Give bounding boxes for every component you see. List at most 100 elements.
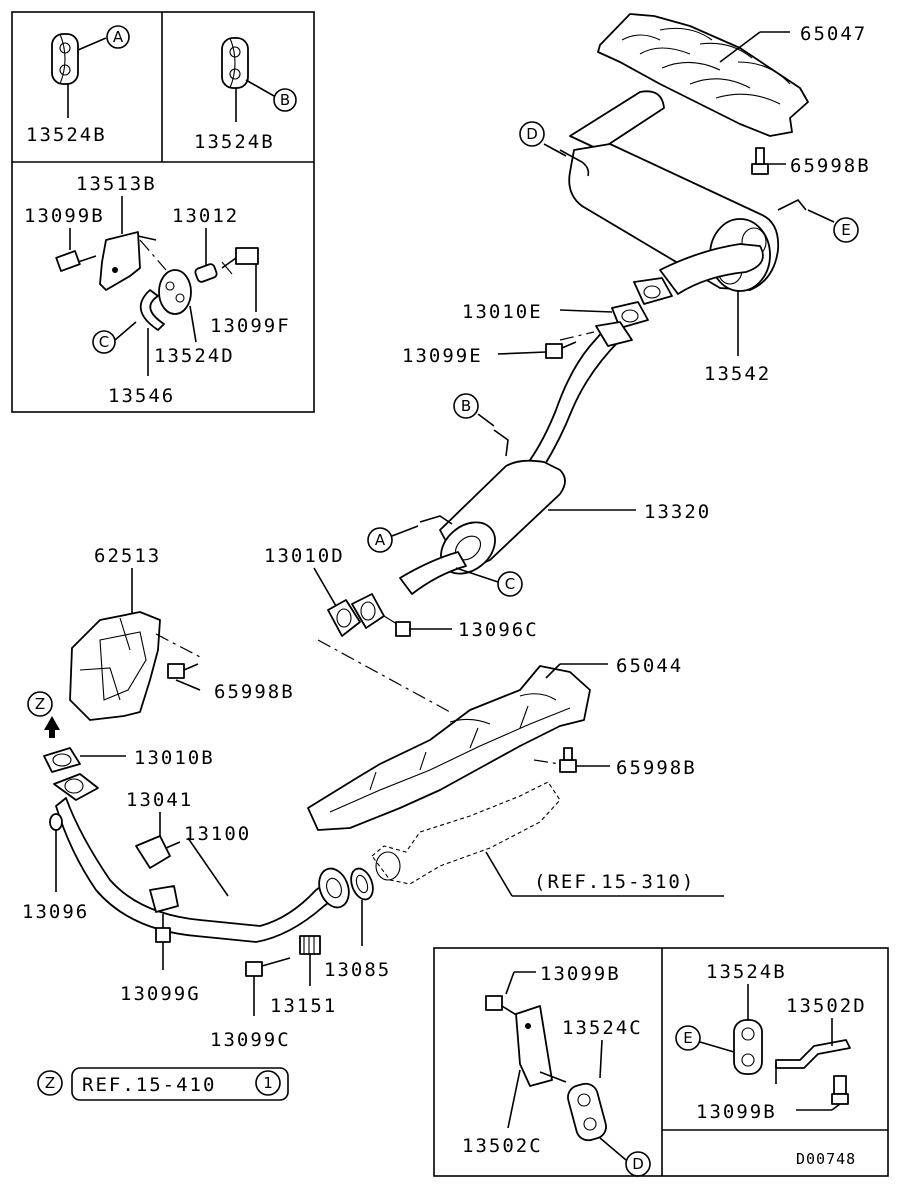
part-label-13010e: 13010E (462, 301, 543, 323)
marker-a-circle (106, 25, 130, 49)
ref-15-410-box (71, 1067, 289, 1101)
catalytic-converter-ref (371, 781, 561, 885)
center-pipe-13320 (399, 321, 633, 595)
rubber-hanger-13524c (567, 1082, 607, 1142)
part-label-13085: 13085 (324, 959, 391, 981)
diagram-id: D00748 (796, 1150, 856, 1168)
ref-z-label: Z (45, 1074, 55, 1092)
bolt-13099b-e (831, 1075, 849, 1105)
marker-b-circle (273, 88, 297, 112)
spring-13151 (299, 935, 321, 955)
bracket-13502c (515, 1005, 567, 1087)
part-label-13524b-b: 13524B (194, 131, 275, 153)
ref-label-15-310: (REF.15-310) (534, 871, 695, 893)
bracket-13513b (99, 231, 157, 291)
part-label-13099b-c: 13099B (540, 963, 621, 985)
part-label-13524c: 13524C (562, 1017, 643, 1039)
ring-13085 (350, 867, 374, 901)
marker-z-label: Z (35, 695, 45, 713)
part-label-62513: 62513 (94, 545, 161, 567)
ref-15-410-text: REF.15-410 (82, 1074, 216, 1096)
marker-d-label-main: D (526, 125, 538, 143)
heat-cover-65047 (597, 13, 809, 137)
marker-d-circle-main (519, 121, 545, 147)
part-label-13099f: 13099F (210, 315, 291, 337)
gasket-13010e (611, 277, 673, 329)
part-label-65044: 65044 (616, 655, 683, 677)
rubber-hanger-b (221, 37, 249, 89)
marker-a-circle-main (367, 527, 393, 553)
part-label-13041: 13041 (126, 789, 193, 811)
front-pipe-13100 (53, 773, 350, 943)
marker-b-label: B (280, 91, 290, 109)
main-muffler-13542 (559, 90, 807, 295)
part-label-13099c: 13099C (210, 1029, 291, 1051)
ref-num-circle (255, 1070, 281, 1096)
gasket-13010b (43, 747, 81, 773)
marker-e-circle-inset (675, 1025, 701, 1051)
marker-e-circle-main (833, 217, 859, 243)
part-label-13096c: 13096C (458, 619, 539, 641)
bolt-13099f (221, 247, 259, 275)
part-label-13099e: 13099E (402, 345, 483, 367)
marker-a-label-main: A (375, 531, 386, 549)
rubber-hanger-13524d (158, 269, 192, 315)
bolt-65998b-manifold (167, 663, 199, 679)
marker-b-circle-main (453, 393, 479, 419)
part-label-65998b-manifold: 65998B (214, 681, 295, 703)
part-label-65047: 65047 (800, 23, 867, 45)
ref-z-circle (37, 1070, 63, 1096)
part-label-13524b-a: 13524B (26, 124, 107, 146)
bolt-65998b-floor (559, 747, 577, 773)
part-label-13010d: 13010D (264, 545, 345, 567)
part-label-13524b-e: 13524B (706, 961, 787, 983)
part-label-13012: 13012 (172, 205, 239, 227)
part-label-13542: 13542 (704, 363, 771, 385)
marker-z-circle (27, 691, 53, 717)
marker-d-label-inset: D (632, 1155, 644, 1173)
bracket-13502d (775, 1039, 851, 1084)
pin-13012 (194, 263, 218, 283)
part-label-13099b-inset: 13099B (24, 205, 105, 227)
part-label-13099g: 13099G (120, 983, 201, 1005)
manifold-cover-62513 (69, 611, 161, 721)
bolt-13099b-c (485, 995, 519, 1017)
bolt-13099g (155, 914, 171, 943)
part-label-13502d: 13502D (786, 995, 867, 1017)
rubber-hanger-13524b-e (733, 1019, 763, 1075)
heat-cover-65044 (307, 665, 591, 831)
ref-num-label: 1 (263, 1074, 273, 1092)
part-label-13524d: 13524D (154, 345, 235, 367)
part-label-13099b-e: 13099B (696, 1101, 777, 1123)
part-label-65998b-floor: 65998B (616, 757, 697, 779)
part-label-13096: 13096 (22, 901, 89, 923)
bolt-13099b-inset (55, 250, 97, 272)
marker-e-label-main: E (841, 221, 850, 239)
part-label-13151: 13151 (270, 995, 337, 1017)
inset-bottom-right: 13099B 13502C 13524C D 13524B (433, 947, 889, 1177)
part-label-13320: 13320 (644, 501, 711, 523)
marker-c-label-main: C (505, 575, 515, 593)
inset-top-left: A 13524B B 13524B 13513B 13099B 1301 (11, 11, 315, 413)
marker-c-circle-inset (92, 330, 116, 354)
bolt-13099c (245, 957, 291, 977)
bolt-13099e (545, 341, 577, 359)
clamp-13546 (139, 289, 165, 331)
nut-13096c (395, 621, 411, 637)
bolt-65998b-top (751, 147, 769, 175)
nut-13096 (49, 813, 63, 831)
part-label-13010b: 13010B (134, 747, 215, 769)
marker-e-label-inset: E (683, 1029, 692, 1047)
sensor-13041 (135, 835, 181, 869)
part-label-13513b: 13513B (76, 173, 157, 195)
marker-d-circle-inset (625, 1151, 651, 1177)
part-label-65998b-top: 65998B (790, 155, 871, 177)
part-label-13546: 13546 (108, 385, 175, 407)
marker-c-label-inset: C (99, 333, 109, 351)
marker-c-circle-main (497, 571, 523, 597)
marker-a-label: A (113, 28, 124, 46)
gasket-13010d (327, 593, 385, 637)
arrow-up-icon (44, 716, 60, 730)
marker-b-label-main: B (461, 397, 471, 415)
